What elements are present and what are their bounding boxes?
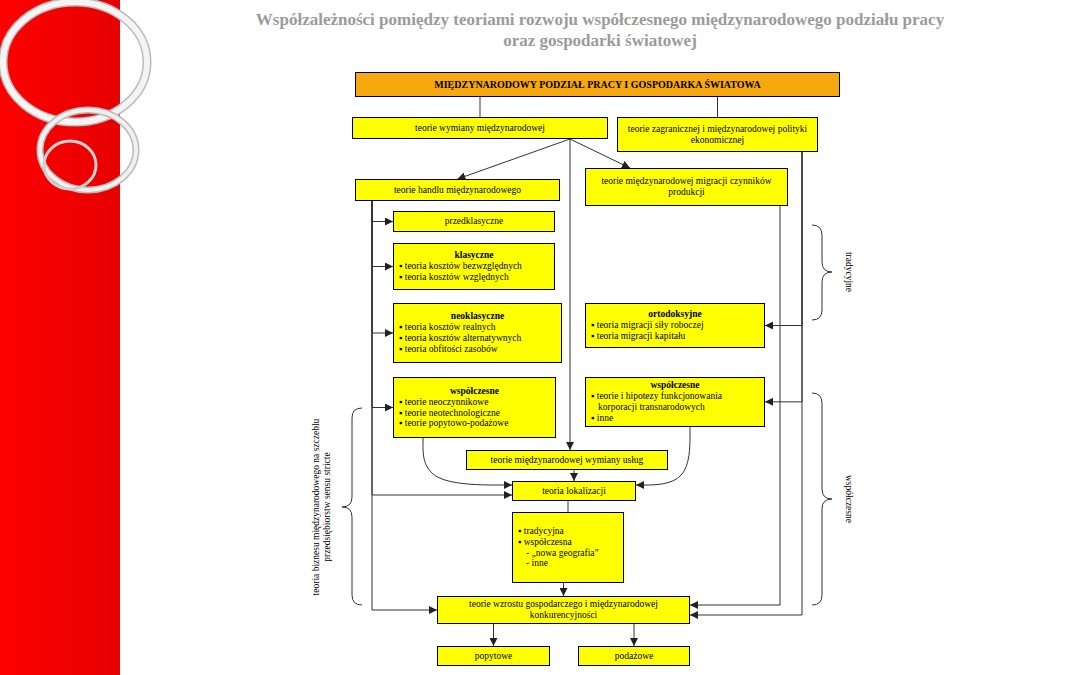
curly-bracket: [812, 393, 832, 605]
theory-box: neoklasyczne▪ teoria kosztów realnych▪ t…: [393, 303, 562, 363]
box-text: ▪ teoria kosztów alternatywnych: [398, 333, 557, 344]
box-text: przedklasyczne: [398, 216, 550, 227]
bracket-label: teoria biznesu międzynarodowego na szcze…: [311, 407, 334, 607]
theory-box: podażowe: [578, 646, 690, 666]
connector: [480, 97, 481, 117]
theory-box: ortodoksyjne▪ teoria migracji siły roboc…: [585, 303, 765, 348]
theory-box: klasyczne▪ teoria kosztów bezwzględnych▪…: [393, 243, 555, 290]
ring: [3, 2, 147, 122]
theory-box: teoria lokalizacji: [512, 481, 636, 501]
connector: [493, 624, 494, 646]
theory-box: teorie wzrostu gospodarczego i międzynar…: [437, 596, 690, 624]
connector: [570, 139, 571, 450]
ring: [40, 110, 136, 190]
curly-bracket: [342, 408, 362, 605]
box-text: podażowe: [583, 651, 685, 662]
connector: [458, 139, 571, 179]
box-text: ▪ teoria kosztów bezwzględnych: [398, 261, 550, 272]
bracket-label: współczesne: [842, 429, 853, 569]
connector: [634, 624, 635, 646]
connector: [568, 501, 569, 512]
box-text: MIĘDZYNARODOWY PODZIAŁ PRACY I GOSPODARK…: [360, 79, 835, 91]
slide-title: Współzależności pomiędzy teoriami rozwoj…: [250, 9, 950, 52]
box-text: teorie wzrostu gospodarczego i międzynar…: [442, 599, 685, 621]
header-box: MIĘDZYNARODOWY PODZIAŁ PRACY I GOSPODARK…: [355, 72, 840, 97]
box-text: ▪ teorie neotechnologiczne: [398, 408, 551, 419]
box-heading: klasyczne: [398, 250, 550, 261]
box-text: teoria lokalizacji: [517, 486, 631, 497]
theory-box: teorie wymiany międzynarodowej: [352, 117, 608, 139]
theory-box: popytowe: [437, 646, 550, 666]
box-text: ▪ teoria kosztów realnych: [398, 322, 557, 333]
bracket-label: tradycyjne: [842, 202, 853, 342]
ring-shadow: [3, 2, 147, 122]
connector: [372, 201, 393, 408]
box-text: ▪ teorie i hipotezy funkcjonowania korpo…: [590, 391, 760, 413]
theory-box: współczesne▪ teorie neoczynnikowe▪ teori…: [393, 377, 556, 438]
box-text: ▪ teoria kosztów względnych: [398, 272, 550, 283]
box-text: teorie wymiany międzynarodowej: [357, 123, 603, 134]
connector: [372, 201, 393, 222]
box-text: teorie zagranicznej i międzynarodowej po…: [622, 124, 813, 146]
box-heading: współczesne: [398, 386, 551, 397]
theory-box: teorie międzynarodowej migracji czynnikó…: [585, 168, 788, 206]
connector: [372, 201, 393, 267]
theory-box: teorie międzynarodowej wymiany usług: [466, 450, 668, 470]
theory-box: współczesne▪ teorie i hipotezy funkcjono…: [585, 377, 765, 427]
box-text: - „nowa geografia”: [517, 548, 619, 559]
box-text: teorie międzynarodowej migracji czynnikó…: [590, 176, 783, 198]
connector: [563, 583, 564, 596]
box-text: ▪ teoria migracji kapitału: [590, 331, 760, 342]
box-heading: ▪ tradycyjna: [517, 526, 619, 537]
box-text: ▪ inne: [590, 413, 760, 424]
box-text: teorie międzynarodowej wymiany usług: [471, 455, 663, 466]
box-text: ▪ współczesna: [517, 537, 619, 548]
connector: [574, 470, 575, 481]
box-text: ▪ teoria obfitości zasobów: [398, 344, 557, 355]
box-text: ▪ teoria migracji siły roboczej: [590, 320, 760, 331]
box-heading: współczesne: [590, 380, 760, 391]
connector: [372, 201, 393, 333]
curly-bracket: [812, 225, 832, 320]
box-text: ▪ teorie popytowo-podażowe: [398, 418, 551, 429]
box-heading: ortodoksyjne: [590, 309, 760, 320]
box-text: teorie handlu międzynarodowego: [360, 185, 555, 196]
ring: [44, 141, 96, 189]
theory-box: teorie handlu międzynarodowego: [355, 179, 560, 201]
box-heading: neoklasyczne: [398, 311, 557, 322]
theory-box: przedklasyczne: [393, 211, 555, 232]
connector: [717, 97, 718, 117]
ring-shadow: [40, 110, 136, 190]
theory-box: ▪ tradycyjna▪ współczesna- „nowa geograf…: [512, 512, 624, 583]
theory-box: teorie zagranicznej i międzynarodowej po…: [617, 117, 818, 152]
box-text: popytowe: [442, 651, 545, 662]
box-text: ▪ teorie neoczynnikowe: [398, 397, 551, 408]
box-text: - inne: [517, 558, 619, 569]
